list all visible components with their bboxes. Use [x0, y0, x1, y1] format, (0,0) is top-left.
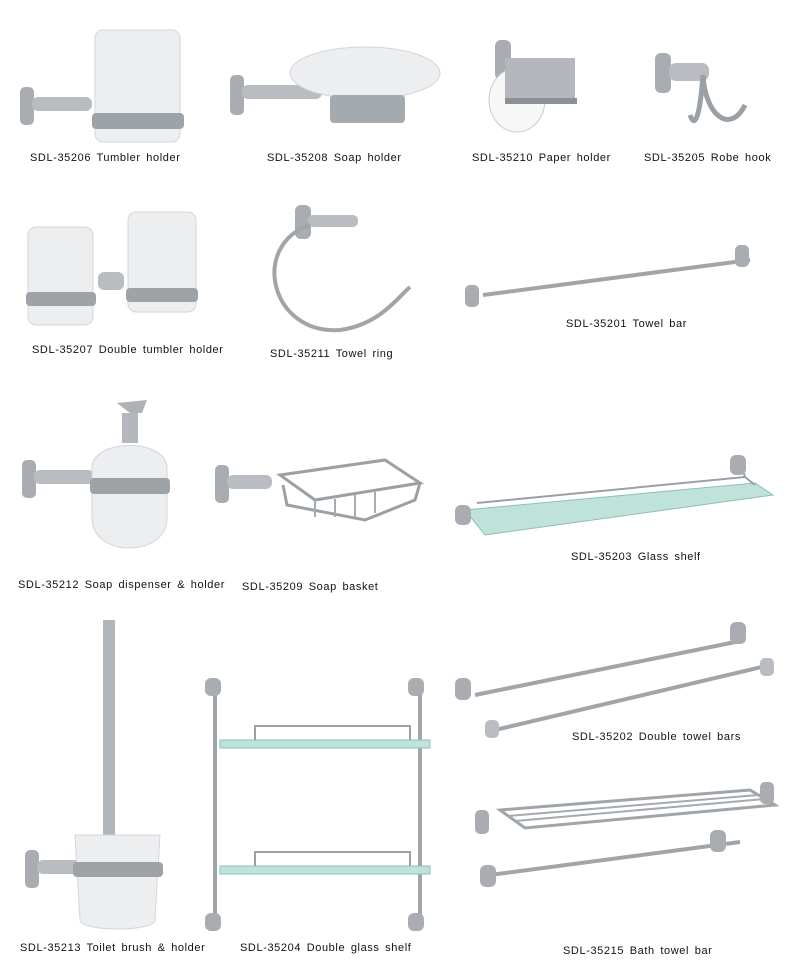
product-label: SDL-35213 Toilet brush & holder — [20, 942, 206, 954]
glass-shelf-image — [455, 455, 775, 536]
product-label: SDL-35208 Soap holder — [267, 152, 402, 164]
product-label: SDL-35215 Bath towel bar — [563, 945, 713, 957]
product-label: SDL-35211 Towel ring — [270, 348, 394, 360]
towel-ring-image — [272, 205, 412, 333]
paper-holder-image — [488, 40, 577, 133]
robe-hook-image — [655, 53, 748, 124]
product-label: SDL-35202 Double towel bars — [572, 731, 741, 743]
product-label: SDL-35206 Tumbler holder — [30, 152, 181, 164]
product-label: SDL-35209 Soap basket — [242, 581, 379, 593]
product-label: SDL-35205 Robe hook — [644, 152, 772, 164]
product-label: SDL-35204 Double glass shelf — [240, 942, 412, 954]
toilet-brush-holder-image — [25, 620, 163, 930]
product-label: SDL-35212 Soap dispenser & holder — [18, 579, 225, 591]
towel-bar-image — [465, 245, 751, 307]
soap-holder-image — [230, 46, 441, 123]
double-glass-shelf-image — [205, 678, 431, 931]
product-label: SDL-35207 Double tumbler holder — [32, 344, 224, 356]
double-tumbler-holder-image — [26, 211, 198, 326]
product-label: SDL-35203 Glass shelf — [571, 551, 701, 563]
soap-basket-image — [215, 458, 425, 522]
double-towel-bars-image — [455, 622, 774, 738]
product-label: SDL-35201 Towel bar — [566, 318, 687, 330]
soap-dispenser-holder-image — [22, 400, 170, 549]
bath-towel-bar-image — [475, 782, 780, 887]
tumbler-holder-image — [20, 29, 184, 143]
product-label: SDL-35210 Paper holder — [472, 152, 611, 164]
